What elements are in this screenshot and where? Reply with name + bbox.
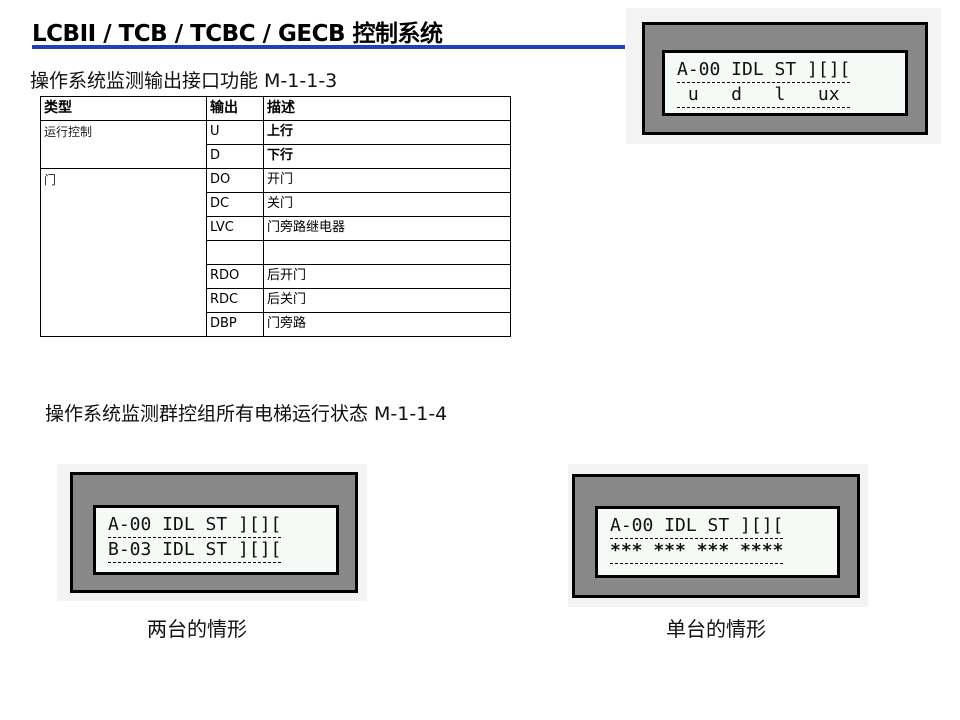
caption-two-cars: 两台的情形	[147, 617, 247, 641]
cell-description: 门旁路继电器	[263, 216, 511, 241]
caption-single-car: 单台的情形	[666, 617, 766, 641]
cell-description: 门旁路	[263, 312, 511, 337]
lcd-line-2: B-03 IDL ST ][][	[108, 537, 282, 563]
lcd-line-1: A-00 IDL ST ][][	[677, 57, 851, 83]
output-interface-table: 类型 输出 描述 运行控制 U 上行 D 下行 门 DO 开门 DC 关门 LV…	[40, 96, 511, 337]
cell-output: D	[206, 144, 264, 169]
lcd-display-single-car: A-00 IDL ST ][][ *** *** *** ****	[568, 464, 868, 607]
cell-type-door: 门	[40, 168, 207, 337]
cell-description: 后关门	[263, 288, 511, 313]
table-row	[41, 240, 511, 265]
cell-description: 下行	[263, 144, 511, 169]
cell-output: RDO	[206, 264, 264, 289]
cell-output: RDC	[206, 288, 264, 313]
header-type: 类型	[40, 96, 207, 121]
section-heading-output-interface: 操作系统监测输出接口功能 M-1-1-3	[30, 70, 338, 92]
lcd-line-2: *** *** *** ****	[610, 538, 784, 564]
cell-description: 关门	[263, 192, 511, 217]
lcd-display-output-status: A-00 IDL ST ][][ u d l ux	[626, 8, 941, 144]
table-row: LVC 门旁路继电器	[41, 216, 511, 241]
cell-description	[263, 240, 511, 265]
lcd-screen: A-00 IDL ST ][][ *** *** *** ****	[595, 506, 840, 578]
cell-output: LVC	[206, 216, 264, 241]
cell-output: DC	[206, 192, 264, 217]
table-row: RDO 后开门	[41, 264, 511, 289]
table-header-row: 类型 输出 描述	[40, 96, 511, 121]
lcd-screen: A-00 IDL ST ][][ B-03 IDL ST ][][	[93, 505, 339, 575]
header-output: 输出	[206, 96, 264, 121]
table-row: DBP 门旁路	[41, 312, 511, 337]
page-title: LCBII / TCB / TCBC / GECB 控制系统	[32, 21, 443, 47]
cell-description: 后开门	[263, 264, 511, 289]
section-heading-group-status: 操作系统监测群控组所有电梯运行状态 M-1-1-4	[45, 403, 448, 425]
cell-description: 上行	[263, 120, 511, 145]
cell-output: DO	[206, 168, 264, 193]
table-row: 门 DO 开门	[40, 168, 511, 337]
lcd-display-two-cars: A-00 IDL ST ][][ B-03 IDL ST ][][	[57, 464, 367, 601]
cell-description: 开门	[263, 168, 511, 193]
lcd-line-1: A-00 IDL ST ][][	[610, 513, 784, 539]
header-description: 描述	[263, 96, 511, 121]
cell-output	[206, 240, 264, 265]
cell-output: U	[206, 120, 264, 145]
title-underline	[32, 45, 625, 49]
lcd-screen: A-00 IDL ST ][][ u d l ux	[662, 50, 908, 116]
cell-output: DBP	[206, 312, 264, 337]
table-row: 运行控制 U 上行	[40, 120, 511, 169]
lcd-line-1: A-00 IDL ST ][][	[108, 512, 282, 538]
lcd-line-2: u d l ux	[677, 82, 851, 108]
table-row: RDC 后关门	[41, 288, 511, 313]
cell-type-run-control: 运行控制	[40, 120, 207, 169]
